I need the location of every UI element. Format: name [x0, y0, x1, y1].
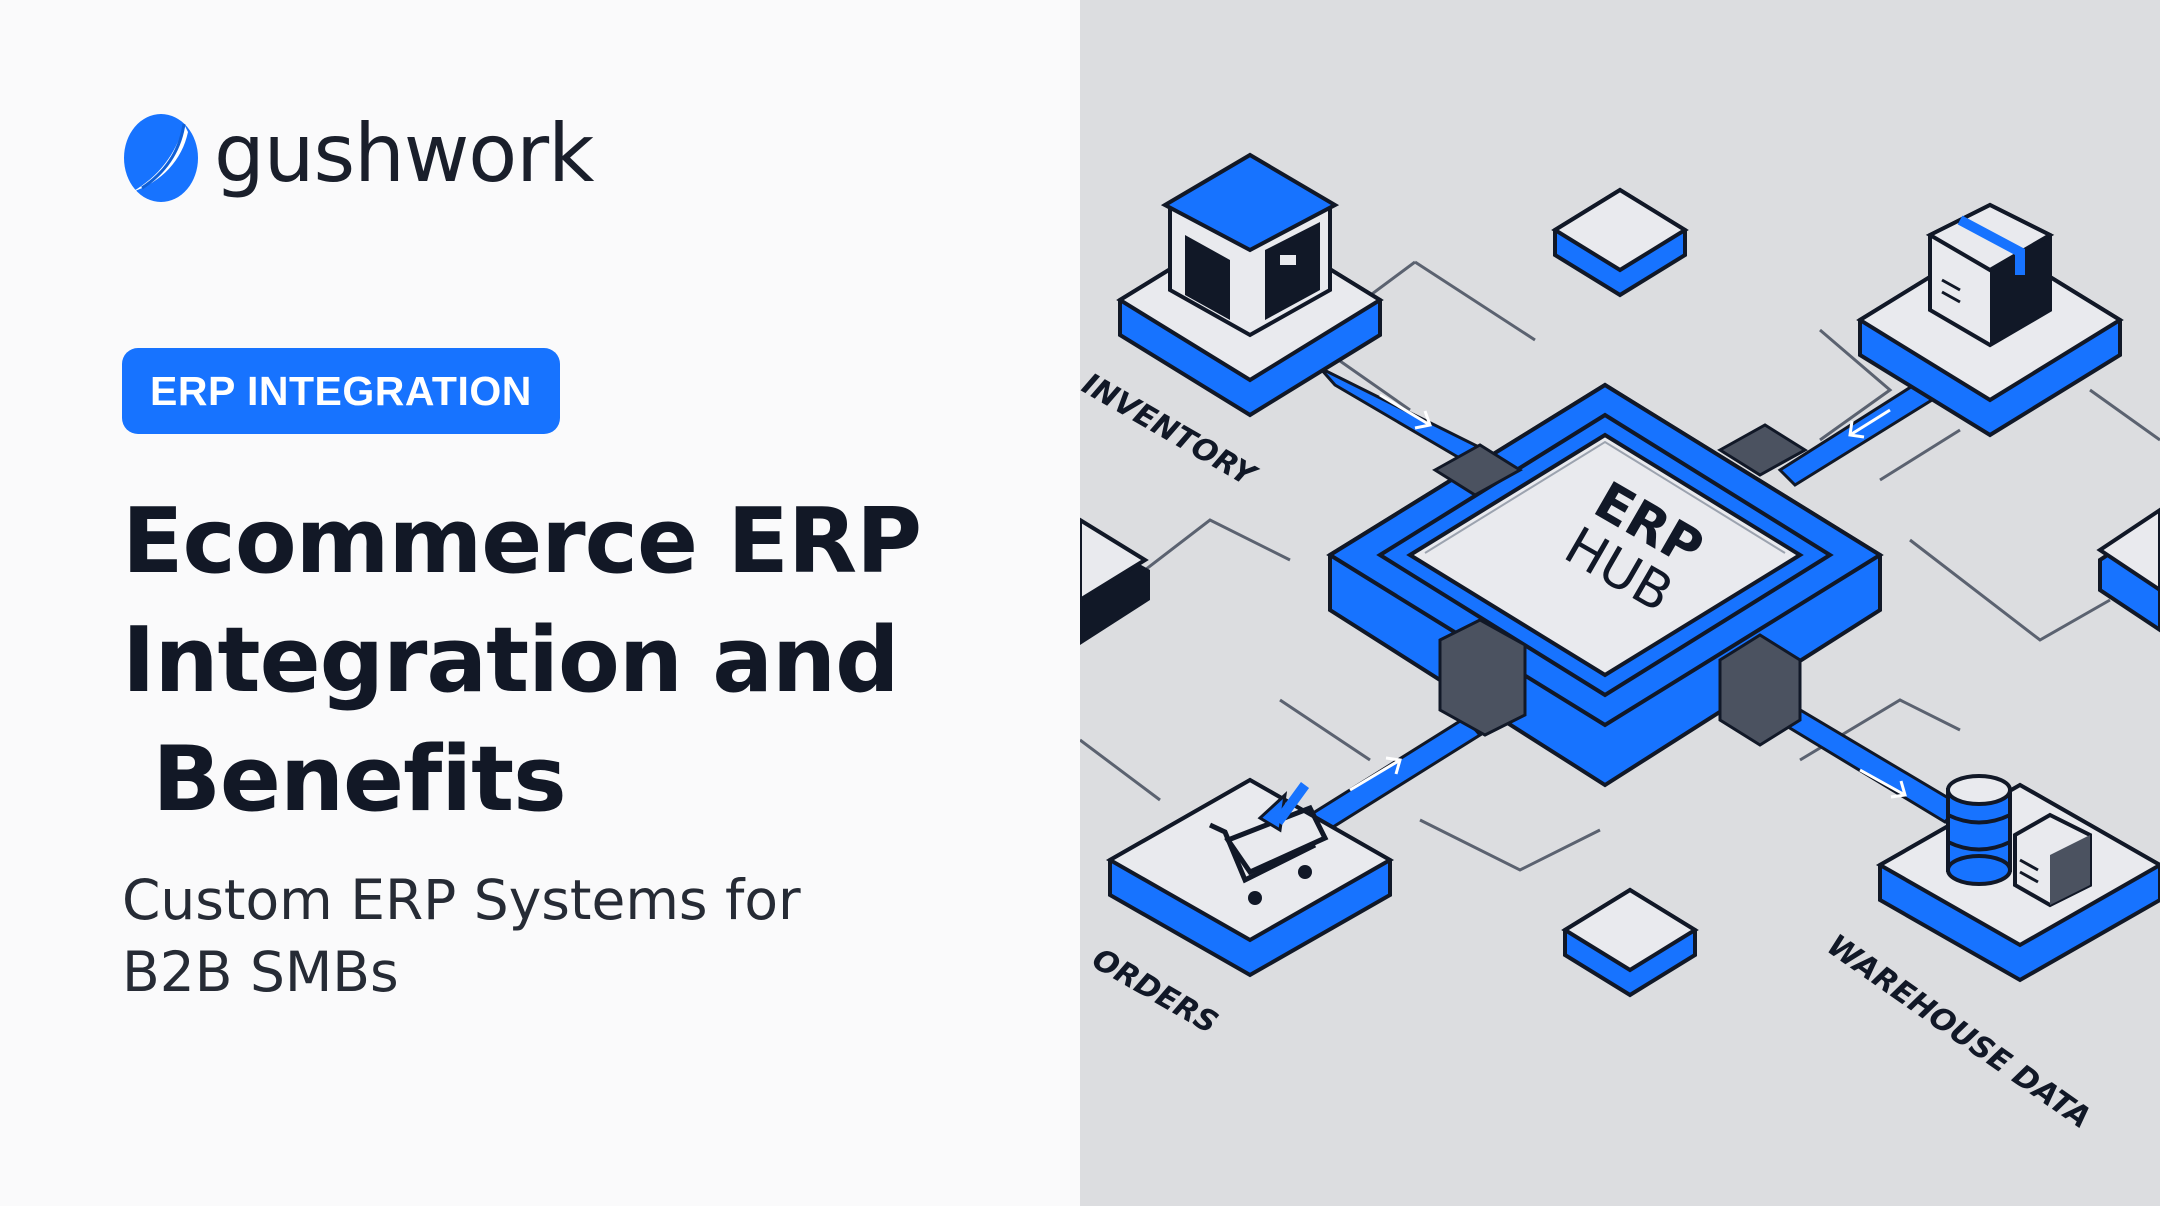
- empty-tile-top: [1551, 187, 1689, 298]
- title-line-1: Ecommerce ERP: [122, 489, 922, 594]
- orders-node: [1105, 777, 1395, 978]
- warehouse-data-node: [1875, 774, 2160, 983]
- title-line-2: Integration and: [122, 608, 900, 713]
- orders-label: ORDERS: [1086, 942, 1224, 1042]
- subtitle-line-1: Custom ERP Systems for: [122, 868, 801, 932]
- box-icon: [2013, 812, 2092, 908]
- title-line-3: Benefits: [122, 727, 566, 832]
- package-icon: [1925, 202, 2055, 348]
- category-badge-label: ERP INTEGRATION: [150, 367, 532, 414]
- shopping-cart-icon: [1208, 782, 1329, 905]
- package-node: [1856, 202, 2124, 438]
- text-panel: gushwork ERP INTEGRATION Ecommerce ERP I…: [122, 107, 1022, 1008]
- erp-network-illustration: ERP HUB: [1080, 152, 2160, 1136]
- page-title: Ecommerce ERP Integration and Benefits: [122, 482, 1022, 839]
- database-icon: [1946, 774, 2012, 886]
- erp-hub: ERP HUB: [1326, 382, 1884, 788]
- brand-name: gushwork: [214, 107, 594, 200]
- hub-clip-top-left: [1432, 443, 1523, 497]
- category-badge: ERP INTEGRATION: [122, 348, 560, 434]
- empty-tile-bottom: [1561, 887, 1699, 998]
- gushwork-logo-icon: [124, 114, 198, 202]
- hub-clip-bottom-right: [1718, 633, 1802, 747]
- inventory-node: [1116, 152, 1384, 418]
- subtitle-line-2: B2B SMBs: [122, 940, 399, 1004]
- warehouse-icon: [1160, 152, 1340, 338]
- brand-logo[interactable]: gushwork: [122, 107, 594, 204]
- hub-clip-bottom-left: [1438, 618, 1527, 737]
- page-subtitle: Custom ERP Systems for B2B SMBs: [122, 864, 1022, 1008]
- edge-tile-right: [2096, 507, 2160, 633]
- edge-tile-left: [1080, 517, 1150, 645]
- illustration-panel: ERP HUB: [1080, 0, 2160, 1206]
- hub-clip-top-right: [1717, 423, 1808, 477]
